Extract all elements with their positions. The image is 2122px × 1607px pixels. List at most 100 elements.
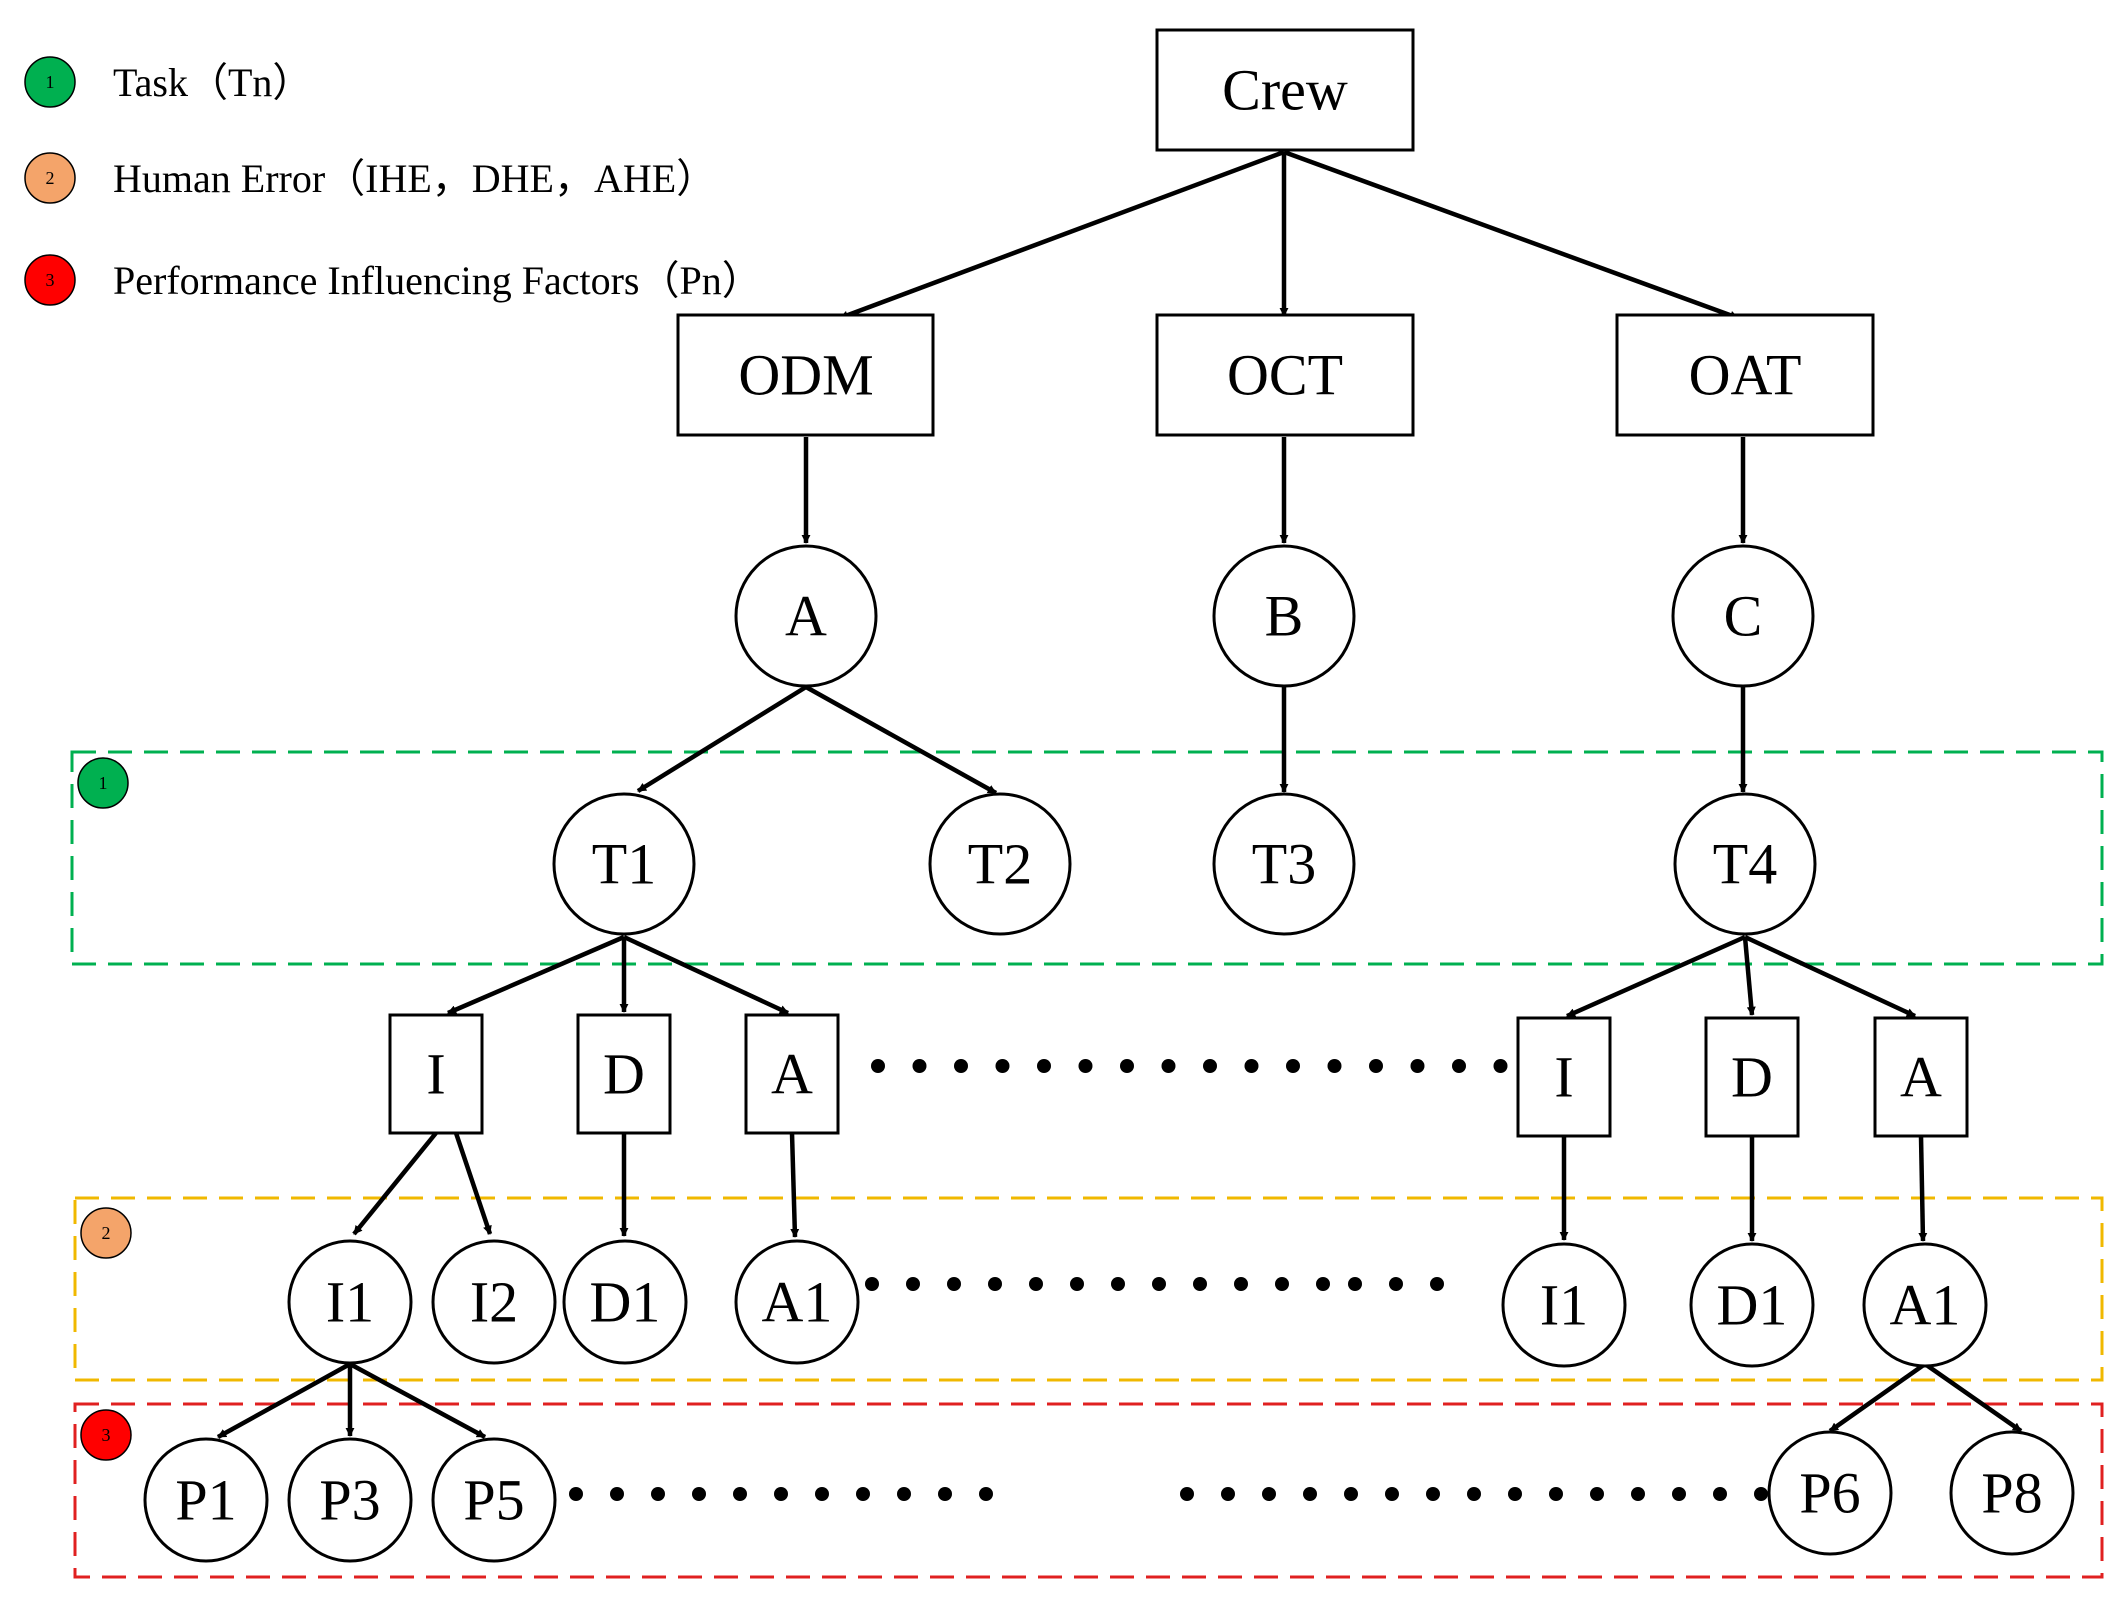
- a1-right-label: A1: [1890, 1273, 1961, 1338]
- edge-t4-a: [1744, 934, 1916, 1019]
- node-i1-left: I1: [287, 1239, 413, 1365]
- ellipsis-dot: [1467, 1487, 1481, 1501]
- t1-i-box: [388, 1013, 484, 1135]
- legend-item-task: 1 Task（Tn）: [24, 56, 312, 108]
- p3-circle: [287, 1437, 413, 1563]
- p6-label: P6: [1799, 1461, 1860, 1526]
- node-p6: P6: [1767, 1430, 1893, 1556]
- ellipsis-dot: [651, 1487, 665, 1501]
- ellipsis-dot: [1037, 1059, 1051, 1073]
- node-t4: T4: [1673, 792, 1817, 936]
- legend-badge-1-number: 1: [46, 72, 55, 92]
- legend-badge-1: [24, 56, 76, 108]
- t3-circle: [1212, 792, 1356, 936]
- edge-a-t2: [804, 685, 998, 795]
- ellipsis-dot: [871, 1059, 885, 1073]
- ellipsis-dot: [912, 1059, 927, 1073]
- legend-label-human-error: Human Error（IHE，DHE，AHE）: [113, 156, 716, 201]
- t1-circle: [552, 792, 696, 936]
- ellipsis-dot: [1508, 1487, 1522, 1501]
- node-t1: T1: [552, 792, 696, 936]
- node-p3: P3: [287, 1437, 413, 1563]
- t4-i-box: [1516, 1016, 1612, 1138]
- ellipsis-dot: [1029, 1277, 1043, 1291]
- node-t4-i: I: [1516, 1016, 1612, 1138]
- ellipsis-dot: [1275, 1277, 1289, 1291]
- ellipsis-dot: [979, 1487, 993, 1501]
- t1-d-label: D: [603, 1042, 645, 1107]
- a1-left-circle: [734, 1239, 860, 1365]
- ellipsis-dot: [1493, 1059, 1508, 1073]
- node-odm: ODM: [676, 313, 935, 437]
- p5-label: P5: [463, 1468, 524, 1533]
- ellipsis-dot: [1385, 1487, 1399, 1501]
- a1-left-label: A1: [762, 1270, 833, 1335]
- p5-circle: [431, 1437, 557, 1563]
- edge-a1-p8: [1923, 1362, 2023, 1433]
- p1-circle: [143, 1437, 269, 1563]
- p8-label: P8: [1981, 1461, 2042, 1526]
- ellipsis-dot: [1348, 1277, 1362, 1291]
- ellipsis-dot: [1262, 1487, 1276, 1501]
- ellipsis-dot: [1303, 1487, 1317, 1501]
- ellipsis-dot: [1631, 1487, 1645, 1501]
- node-oct: OCT: [1155, 313, 1415, 437]
- ellipsis-dot: [1078, 1059, 1093, 1073]
- edge-t4-d: [1742, 936, 1756, 1016]
- task-region-badge: [77, 757, 129, 809]
- ellipsis-dot: [1234, 1277, 1248, 1291]
- ellipsis-dot: [815, 1487, 829, 1501]
- b-circle: [1212, 544, 1356, 688]
- ellipsis-dot: [988, 1277, 1002, 1291]
- ellipsis-dot: [856, 1487, 870, 1501]
- ellipsis-dots-factors: [569, 1487, 1850, 1501]
- t3-label: T3: [1252, 832, 1316, 897]
- node-t1-a: A: [744, 1013, 840, 1135]
- pif-region-badge: [80, 1409, 132, 1461]
- edge-a-t1: [636, 685, 808, 793]
- node-oat: OAT: [1615, 313, 1875, 437]
- edge-t4-i: [1566, 934, 1746, 1019]
- ellipsis-dot: [1327, 1059, 1342, 1073]
- edge-crew-oat: [1283, 149, 1739, 321]
- ellipsis-dot: [1549, 1487, 1563, 1501]
- t4-i-label: I: [1554, 1045, 1573, 1110]
- odm-label: ODM: [738, 343, 873, 408]
- legend-label-pif: Performance Influencing Factors（Pn）: [113, 258, 762, 303]
- node-p1: P1: [143, 1437, 269, 1563]
- ellipsis-dot: [610, 1487, 624, 1501]
- ellipsis-dot: [865, 1277, 879, 1291]
- ellipsis-dot: [1152, 1277, 1166, 1291]
- d1-left-circle: [562, 1239, 688, 1365]
- node-t1-i: I: [388, 1013, 484, 1135]
- t4-a-box: [1873, 1016, 1969, 1138]
- d1-right-circle: [1689, 1242, 1815, 1368]
- i2-left-circle: [431, 1239, 557, 1365]
- ellipsis-dot: [1286, 1059, 1300, 1073]
- ellipsis-dot: [1369, 1059, 1383, 1073]
- ellipsis-dot: [1344, 1487, 1358, 1501]
- t1-d-box: [576, 1013, 672, 1135]
- ellipsis-dots: [569, 1059, 1850, 1501]
- p8-circle: [1949, 1430, 2075, 1556]
- ellipsis-dot: [1161, 1059, 1176, 1073]
- ellipsis-dot: [1426, 1487, 1440, 1501]
- edge-a1-p6: [1828, 1362, 1927, 1433]
- node-t1-d: D: [576, 1013, 672, 1135]
- edge-a-a1: [789, 1132, 800, 1238]
- ellipsis-dot: [995, 1059, 1010, 1073]
- oat-label: OAT: [1689, 343, 1802, 408]
- ellipsis-dot: [569, 1487, 583, 1501]
- d1-right-label: D1: [1717, 1273, 1788, 1338]
- c-circle: [1671, 544, 1815, 688]
- ellipsis-dot: [1754, 1487, 1768, 1501]
- node-i1-right: I1: [1501, 1242, 1627, 1368]
- node-a: A: [734, 544, 878, 688]
- ellipsis-dot: [938, 1487, 952, 1501]
- a1-right-circle: [1862, 1242, 1988, 1368]
- pif-region: [73, 1402, 2104, 1579]
- p3-label: P3: [319, 1468, 380, 1533]
- a-circle: [734, 544, 878, 688]
- node-crew: Crew: [1155, 28, 1415, 152]
- ellipsis-dot: [1389, 1277, 1403, 1291]
